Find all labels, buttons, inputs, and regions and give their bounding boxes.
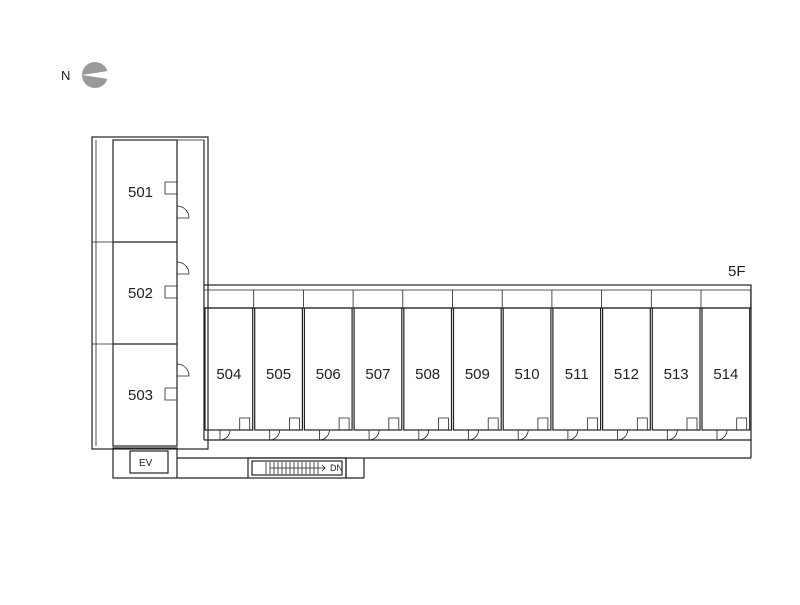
room-506-label: 506 (316, 366, 341, 383)
door-swing-511 (567, 429, 579, 441)
door-swing-506 (319, 429, 330, 441)
room-510 (502, 307, 552, 431)
room-507 (353, 307, 403, 431)
elevator-label: EV (139, 458, 153, 469)
compass: N (61, 62, 108, 88)
room-door-504 (239, 417, 251, 430)
room-508-label: 508 (415, 366, 440, 383)
room-514-label: 514 (713, 366, 738, 383)
room-502-label: 502 (128, 285, 153, 302)
room-door-506 (338, 417, 350, 430)
room-501-label: 501 (128, 184, 153, 201)
door-swing-508 (418, 429, 430, 441)
room-door-508 (438, 417, 449, 430)
west-wing (91, 136, 209, 450)
room-door-510 (537, 417, 549, 430)
room-513 (651, 307, 701, 431)
door-swing-514 (716, 429, 728, 441)
room-505-label: 505 (266, 366, 291, 383)
room-514 (701, 307, 751, 431)
elevator: EV (112, 447, 178, 479)
room-510-label: 510 (515, 366, 540, 383)
room-504 (204, 307, 254, 431)
room-door-511 (587, 417, 598, 430)
room-506 (303, 307, 353, 431)
door-swing-509 (468, 429, 479, 441)
room-door-507 (388, 417, 400, 430)
floor-label: 5F (728, 263, 746, 280)
door-swing-505 (269, 429, 281, 441)
door-swing-507 (368, 429, 380, 441)
room-509 (452, 307, 502, 431)
room-door-509 (487, 417, 499, 430)
room-509-label: 509 (465, 366, 490, 383)
room-513-label: 513 (664, 366, 689, 383)
door-swing-513 (666, 429, 678, 441)
room-511 (552, 307, 602, 431)
room-503-label: 503 (128, 387, 153, 404)
north-arrow-icon (82, 62, 108, 88)
room-507-label: 507 (365, 366, 390, 383)
south-rooms: 504 505 506 507 508 509 510 511 512 513 514 (203, 290, 752, 441)
door-swing-510 (517, 429, 529, 441)
room-512-label: 512 (614, 366, 639, 383)
room-511-label: 511 (565, 366, 589, 383)
compass-label: N (61, 68, 70, 83)
room-504-label: 504 (216, 366, 241, 383)
room-door-512 (636, 417, 648, 430)
stairs-label: DN (330, 463, 343, 473)
room-512 (601, 307, 651, 431)
room-505 (254, 307, 303, 431)
stairs: DN (247, 457, 365, 479)
door-swing-504 (219, 429, 231, 441)
room-door-514 (736, 417, 748, 430)
door-swing-512 (617, 429, 628, 441)
room-door-505 (289, 417, 300, 430)
room-508 (403, 307, 453, 431)
room-door-513 (686, 417, 698, 430)
